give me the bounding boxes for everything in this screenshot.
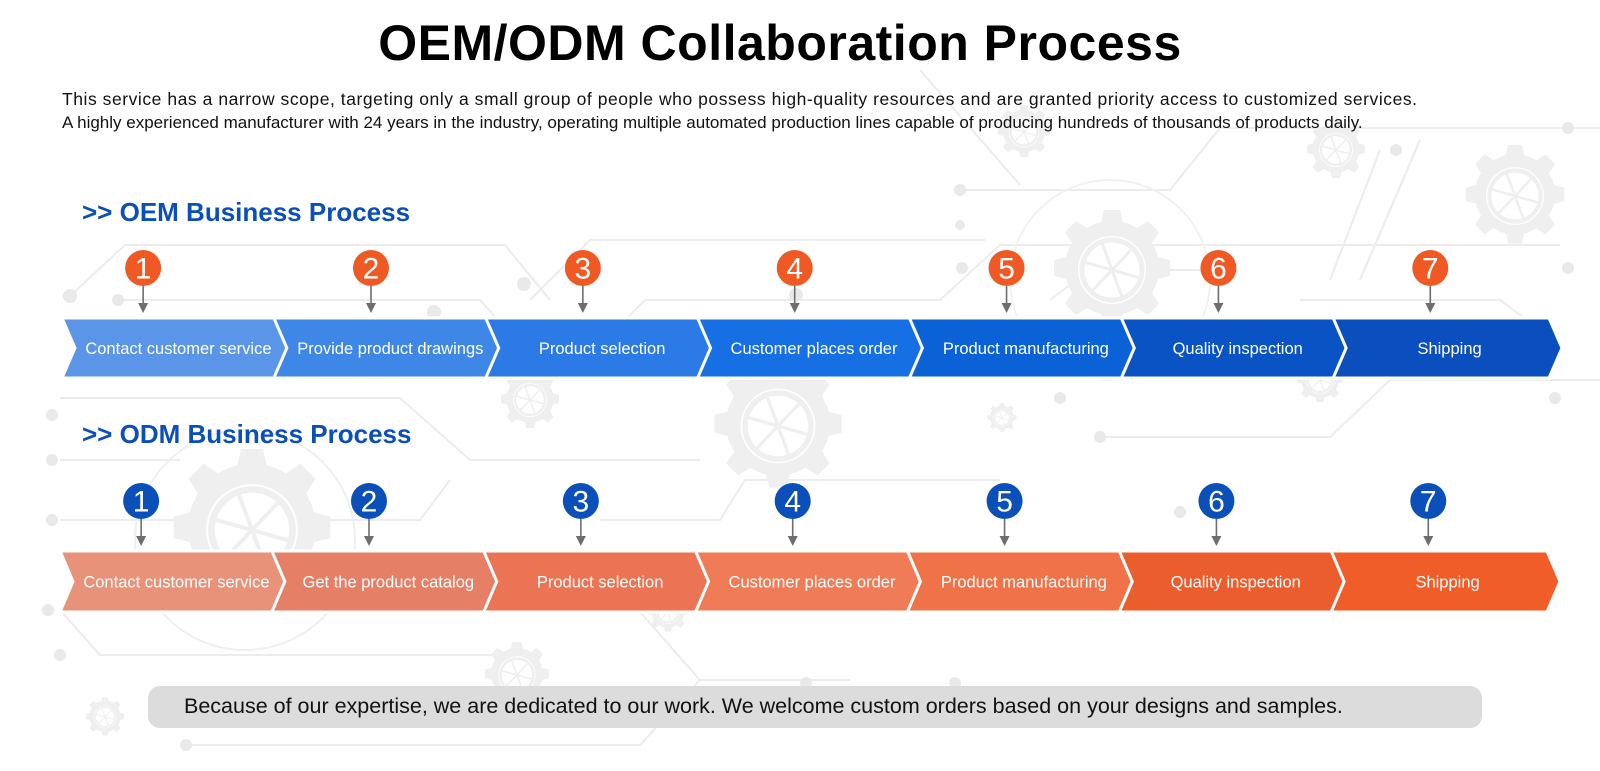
down-arrow-icon [1211, 519, 1222, 546]
intro-line-manufacturer: A highly experienced manufacturer with 2… [62, 113, 1363, 132]
oem-step-label: Provide product drawings [297, 340, 483, 358]
oem-step-number: 6 [1210, 253, 1227, 286]
oem-step-4: Customer places order 4 [695, 250, 929, 380]
oem-step-number-badge: 6 [1200, 250, 1237, 286]
oem-step-5: Product manufacturing 5 [907, 250, 1140, 380]
oem-step-chevron [1330, 316, 1564, 380]
odm-step-number: 3 [573, 486, 590, 519]
down-arrow-icon [1425, 286, 1436, 313]
odm-step-number-badge: 2 [350, 483, 387, 519]
oem-step-number-badge: 3 [564, 250, 601, 286]
oem-step-number-badge: 2 [352, 250, 389, 286]
oem-step-number: 4 [786, 253, 803, 286]
odm-step-number: 6 [1208, 486, 1225, 519]
oem-step-number: 1 [135, 253, 152, 286]
oem-section-heading: >> OEM Business Process [82, 197, 411, 227]
oem-step-number-badge: 5 [988, 250, 1025, 286]
footer-banner: Because of our expertise, we are dedicat… [148, 686, 1482, 728]
down-arrow-icon [789, 286, 800, 313]
oem-step-number: 7 [1422, 253, 1439, 286]
intro-line-scope: This service has a narrow scope, targeti… [62, 89, 1418, 109]
oem-step-6: Quality inspection 6 [1119, 250, 1352, 380]
oem-step-label: Quality inspection [1173, 340, 1303, 358]
oem-step-label: Contact customer service [85, 340, 271, 358]
odm-section-heading: >> ODM Business Process [82, 419, 412, 449]
odm-step-7: Shipping 7 [1328, 483, 1562, 614]
down-arrow-icon [138, 286, 149, 313]
odm-step-number-badge: 4 [774, 483, 811, 519]
oem-step-number: 2 [363, 253, 380, 286]
oem-step-label: Customer places order [731, 340, 898, 358]
oem-step-number-badge: 4 [776, 250, 813, 286]
odm-step-4: Customer places order 4 [693, 483, 927, 614]
down-arrow-icon [363, 519, 374, 546]
odm-step-label: Shipping [1415, 574, 1479, 592]
odm-step-label: Product selection [537, 574, 664, 592]
oem-step-label: Shipping [1417, 340, 1481, 358]
odm-step-number-badge: 6 [1198, 483, 1235, 519]
oem-step-2: Provide product drawings 2 [271, 250, 505, 380]
down-arrow-icon [1001, 286, 1012, 313]
oem-step-3: Product selection 3 [483, 250, 717, 380]
odm-step-number-badge: 1 [123, 483, 160, 519]
odm-step-3: Product selection 3 [481, 483, 715, 614]
odm-step-number-badge: 7 [1410, 483, 1447, 519]
odm-step-label: Contact customer service [83, 574, 269, 592]
odm-step-number: 5 [996, 486, 1013, 519]
odm-step-label: Customer places order [729, 574, 896, 592]
oem-step-label: Product manufacturing [943, 340, 1109, 358]
odm-step-number: 1 [133, 486, 150, 519]
footer-message: Because of our expertise, we are dedicat… [184, 694, 1343, 718]
page-title: OEM/ODM Collaboration Process [378, 15, 1182, 71]
down-arrow-icon [1423, 519, 1434, 546]
odm-step-number: 2 [361, 486, 378, 519]
down-arrow-icon [577, 286, 588, 313]
odm-step-label: Quality inspection [1171, 574, 1301, 592]
down-arrow-icon [365, 286, 376, 313]
odm-step-number-badge: 3 [562, 483, 599, 519]
odm-step-6: Quality inspection 6 [1117, 483, 1350, 614]
odm-step-label: Get the product catalog [303, 574, 475, 592]
odm-step-1: Contact customer service 1 [57, 483, 291, 614]
odm-step-2: Get the product catalog 2 [269, 483, 503, 614]
odm-step-number: 4 [784, 486, 801, 519]
down-arrow-icon [787, 519, 798, 546]
down-arrow-icon [136, 519, 147, 546]
odm-step-number-badge: 5 [986, 483, 1023, 519]
oem-step-1: Contact customer service 1 [59, 250, 293, 380]
oem-step-7: Shipping 7 [1330, 250, 1564, 380]
oem-step-number: 5 [998, 253, 1015, 286]
oem-step-label: Product selection [539, 340, 666, 358]
down-arrow-icon [575, 519, 586, 546]
odm-step-number: 7 [1420, 486, 1437, 519]
oem-step-number: 3 [575, 253, 592, 286]
down-arrow-icon [999, 519, 1010, 546]
odm-step-label: Product manufacturing [941, 574, 1107, 592]
oem-step-number-badge: 1 [125, 250, 162, 286]
odm-step-5: Product manufacturing 5 [905, 483, 1138, 614]
odm-step-chevron [1328, 549, 1562, 614]
oem-step-number-badge: 7 [1412, 250, 1449, 286]
down-arrow-icon [1213, 286, 1224, 313]
